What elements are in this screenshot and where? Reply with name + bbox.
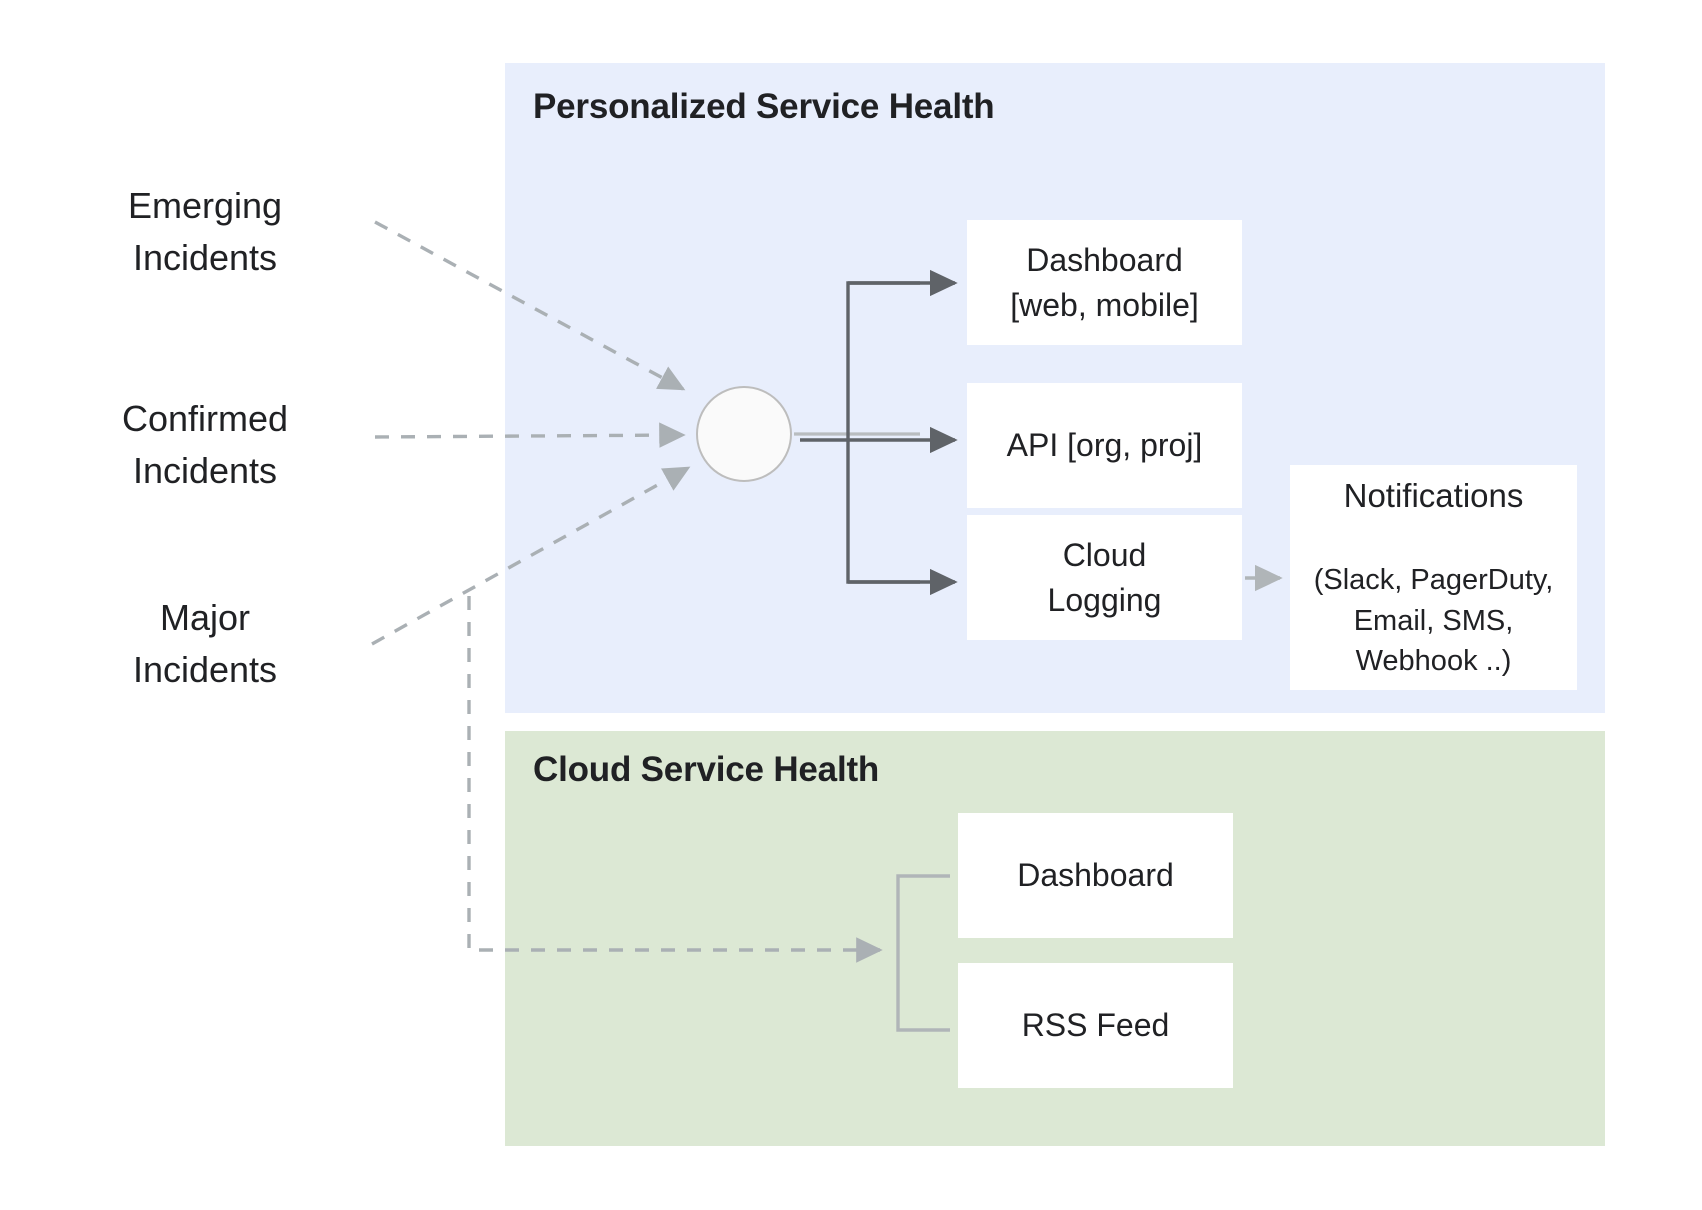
node-dashboard-web-mobile[interactable]: Dashboard [web, mobile]: [967, 220, 1242, 345]
node-cloud-logging[interactable]: Cloud Logging: [967, 515, 1242, 640]
node-dashboard[interactable]: Dashboard: [958, 813, 1233, 938]
node-rss-feed[interactable]: RSS Feed: [958, 963, 1233, 1088]
source-label-major-incidents: Major Incidents: [132, 597, 278, 691]
section-title-cloud-service-health: Cloud Service Health: [533, 750, 880, 789]
node-notifications[interactable]: Notifications (Slack, PagerDuty, Email, …: [1290, 465, 1577, 690]
source-label-confirmed-incidents: Confirmed Incidents: [121, 398, 289, 492]
source-label-emerging-incidents: Emerging Incidents: [127, 185, 283, 279]
node-api-org-proj[interactable]: API [org, proj]: [967, 383, 1242, 508]
aggregation-node-circle: [696, 386, 792, 482]
notifications-title: Notifications: [1343, 477, 1524, 515]
notifications-channels: (Slack, PagerDuty, Email, SMS, Webhook .…: [1313, 564, 1554, 678]
section-title-personalized-service-health: Personalized Service Health: [533, 87, 995, 126]
